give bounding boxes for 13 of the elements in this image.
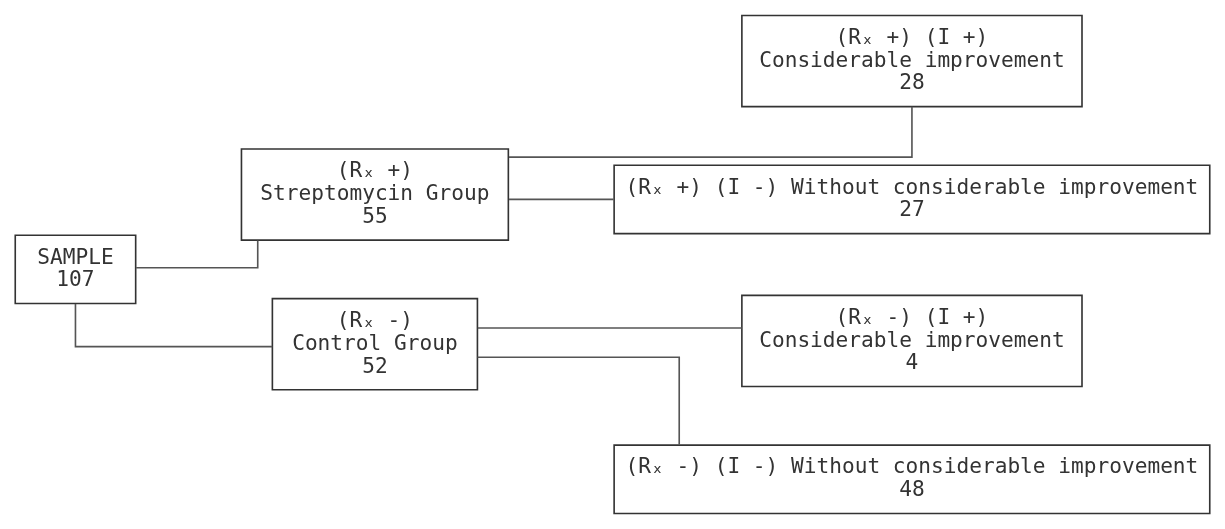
connector — [135, 239, 259, 269]
connector — [476, 356, 681, 446]
node-box: (Rₓ +) Streptomycin Group 55 — [240, 148, 510, 241]
node-box: SAMPLE 107 — [14, 234, 137, 305]
node-box: (Rₓ -) (I +) Considerable improvement 4 — [741, 294, 1083, 388]
node-box: (Rₓ +) (I +) Considerable improvement 28 — [741, 14, 1083, 108]
connector — [74, 303, 274, 348]
node-box: (Rₓ -) (I -) Without considerable improvement 48 — [613, 444, 1211, 515]
connector — [508, 106, 913, 158]
node-box: (Rₓ +) (I -) Without considerable improvement 27 — [613, 164, 1211, 235]
connector — [477, 327, 743, 329]
connector — [508, 198, 615, 201]
node-box: (Rₓ -) Control Group 52 — [271, 297, 479, 391]
